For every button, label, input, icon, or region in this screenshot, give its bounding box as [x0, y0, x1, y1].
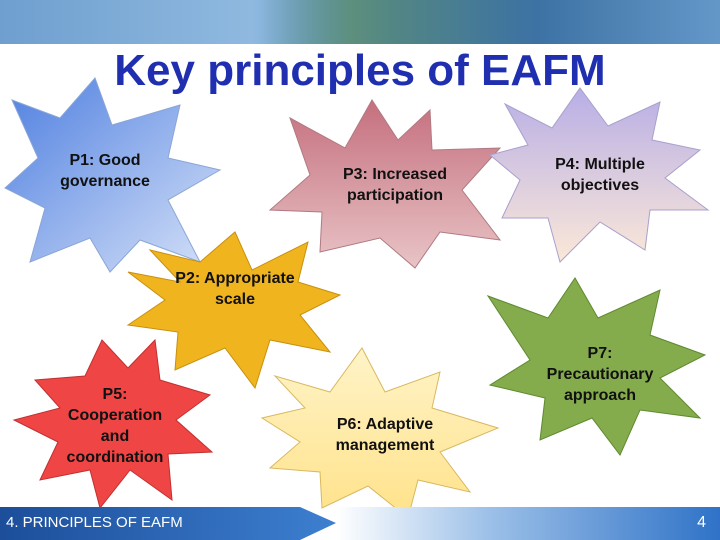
principle-p1-label: P1: Good governance [60, 152, 150, 190]
star-p6 [260, 347, 500, 519]
principle-p2-label: P2: Appropriate scale [175, 270, 295, 308]
slide-title: Key principles of EAFM [114, 46, 606, 95]
principle-p6-label: P6: Adaptive management [335, 416, 435, 454]
page-number: 4 [697, 514, 706, 531]
star-p4 [488, 87, 710, 263]
principle-p7-label: P7: Precautionary approach [546, 345, 654, 404]
footer-bar: 4 [336, 507, 720, 540]
star-p5 [12, 338, 214, 510]
principle-p5-label: P5: Cooperation and coordination [66, 386, 164, 466]
header-banner [0, 0, 720, 44]
star-p3 [268, 99, 502, 269]
principle-p4-label: P4: Multiple objectives [555, 156, 645, 194]
principle-p3-label: P3: Increased participation [342, 166, 448, 204]
star-p2 [126, 231, 342, 390]
star-p7 [486, 277, 707, 456]
banner-image [260, 0, 720, 44]
footer-section-label: 4. PRINCIPLES OF EAFM [0, 507, 336, 540]
footer-text: 4. PRINCIPLES OF EAFM [6, 514, 183, 531]
